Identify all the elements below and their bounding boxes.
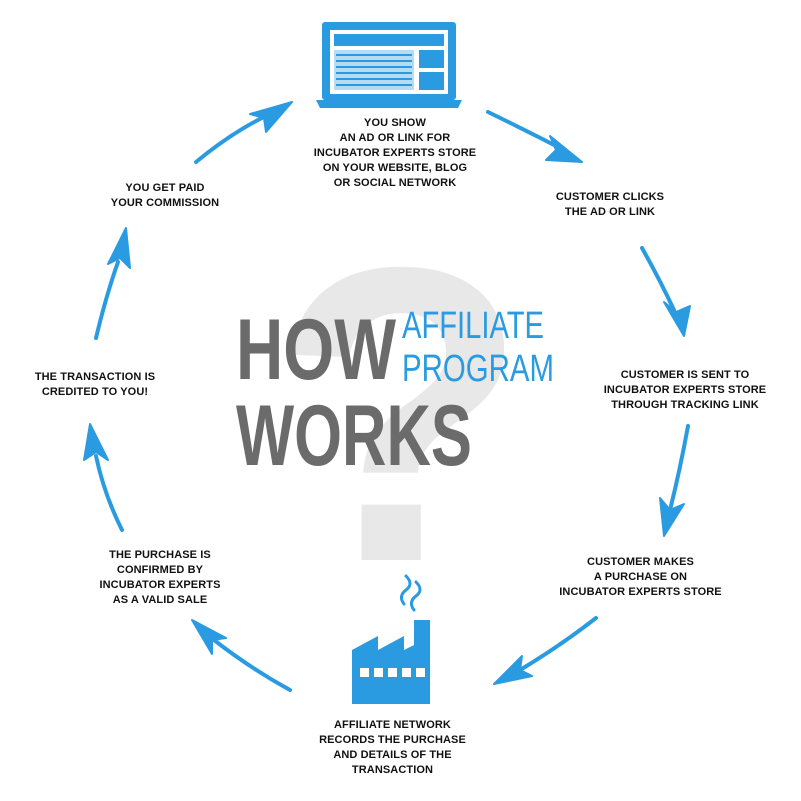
- step-get-paid: YOU GET PAID YOUR COMMISSION: [110, 182, 220, 209]
- title-works: WORKS: [236, 388, 472, 484]
- arrow-click-to-sent: [640, 246, 691, 337]
- step-makes-purchase: CUSTOMER MAKES A PURCHASE ON INCUBATOR E…: [559, 556, 722, 598]
- title-program: PROGRAM: [402, 348, 554, 390]
- title-how: HOW: [236, 302, 397, 398]
- step-customer-clicks: CUSTOMER CLICKS THE AD OR LINK: [555, 191, 665, 218]
- arrow-sent-to-purchase: [659, 424, 690, 537]
- arrow-paid-to-show: [194, 101, 293, 164]
- step-sent-to-store: CUSTOMER IS SENT TO INCUBATOR EXPERTS ST…: [603, 369, 767, 411]
- arrow-credited-to-paid: [94, 227, 131, 340]
- step-network-records: AFFILIATE NETWORK RECORDS THE PURCHASE A…: [319, 719, 466, 776]
- step-purchase-confirmed: THE PURCHASE IS CONFIRMED BY INCUBATOR E…: [99, 549, 221, 606]
- step-you-show-ad: YOU SHOW AN AD OR LINK FOR INCUBATOR EXP…: [313, 117, 477, 189]
- arrow-purchase-to-network: [493, 616, 598, 685]
- arrow-confirmed-to-credited: [83, 423, 124, 532]
- arrow-show-to-click: [486, 110, 583, 163]
- arrow-network-to-confirmed: [191, 619, 292, 692]
- title-affiliate: AFFILIATE: [402, 305, 544, 347]
- question-mark-glyph: ?: [272, 181, 529, 650]
- step-transaction-credited: THE TRANSACTION IS CREDITED TO YOU!: [34, 371, 156, 398]
